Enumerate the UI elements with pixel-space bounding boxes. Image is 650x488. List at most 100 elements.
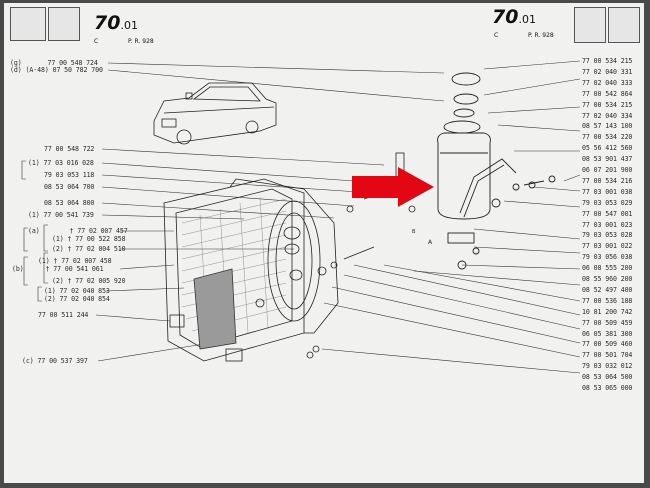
left-ref-10: (b) † 77 00 541 061: [12, 265, 104, 273]
c-label: C: [94, 38, 99, 45]
left-top-ref-0: (g) 77 00 548 724: [10, 59, 98, 67]
right-ref-21: 08 52 497 400: [582, 285, 633, 294]
right-ref-7: 77 00 534 220: [582, 133, 633, 142]
right-ref-0: 77 00 534 215: [582, 57, 633, 65]
right-ref-16: 79 03 053 028: [582, 231, 633, 240]
right-ref-8: 05 56 412 560: [582, 144, 633, 153]
right-ref-29: 08 53 064 500: [582, 373, 633, 382]
leader-line: [483, 78, 581, 96]
c-label-right: C: [494, 32, 499, 39]
radiator-thumbnail-icon: [10, 7, 46, 41]
leader-line: [101, 148, 385, 166]
left-ref-0: 77 00 548 722: [44, 145, 95, 153]
right-ref-18: 79 03 056 038: [582, 253, 633, 262]
left-top-ref-1: (d) (A-48) 07 50 782 700: [10, 66, 103, 74]
right-ref-11: 77 00 534 216: [582, 176, 633, 185]
leader-line: [461, 264, 581, 270]
page-number-right: 70: [492, 6, 519, 28]
leader-line: [101, 214, 245, 220]
pr-label-right: P. R. 928: [528, 32, 554, 39]
left-ref-12: (1) 77 02 040 853: [44, 287, 110, 295]
right-ref-25: 06 05 381 300: [582, 329, 633, 338]
right-ref-2: 77 02 040 333: [582, 78, 633, 87]
leader-line: [497, 124, 581, 132]
right-ref-19: 06 08 555 200: [582, 264, 633, 273]
left-ref-15: (c) 77 00 537 397: [22, 357, 88, 365]
leader-line: [321, 348, 581, 374]
right-ref-17: 77 03 001 022: [582, 242, 633, 251]
left-ref-7: (1) † 77 00 522 858: [52, 235, 126, 243]
right-ref-23: 10 81 200 742: [582, 307, 633, 316]
leader-line: [95, 314, 171, 322]
leader-line: [533, 186, 581, 192]
right-ref-28: 79 03 032 012: [582, 362, 633, 371]
leader-line: [101, 174, 375, 194]
leader-line: [97, 342, 211, 362]
right-ref-1: 77 02 040 331: [582, 67, 633, 76]
bottle-thumbnail-icon-right: [608, 7, 640, 43]
left-ref-11: (2) † 77 02 005 920: [52, 277, 126, 285]
right-ref-14: 77 00 547 001: [582, 209, 633, 218]
bracket: [37, 286, 42, 302]
annotation-letter-b: B: [412, 229, 416, 235]
leader-line: [413, 270, 581, 286]
pr-label: P. R. 928: [128, 38, 154, 45]
leader-line: [563, 174, 581, 182]
left-ref-4: 08 53 064 800: [44, 199, 95, 207]
right-ref-26: 77 00 509 460: [582, 340, 633, 349]
page-number: 70: [94, 12, 121, 34]
leader-line: [473, 228, 581, 240]
leader-line: [107, 69, 445, 102]
leader-line: [353, 264, 581, 316]
leader-line: [101, 162, 355, 182]
bracket: [21, 160, 26, 180]
right-ref-6: 08 57 143 100: [582, 122, 633, 131]
catalog-page: 70.01 C P. R. 928 70.01 C P. R. 928 (g) …: [4, 3, 644, 483]
leader-line: [473, 246, 581, 254]
left-ref-1: (1) 77 03 016 028: [28, 159, 94, 167]
left-ref-3: 08 53 064 700: [44, 183, 95, 191]
left-ref-6: (a)† 77 02 007 457: [28, 227, 128, 235]
bracket: [43, 224, 48, 252]
right-ref-24: 77 00 509 459: [582, 318, 633, 327]
page-suffix-right: .01: [518, 13, 536, 26]
leader-line: [323, 302, 581, 358]
leader-line: [101, 202, 335, 219]
leader-line: [107, 62, 445, 74]
exploded-diagram: [21, 60, 581, 374]
page-suffix: .01: [120, 19, 138, 32]
leader-line: [383, 264, 581, 302]
right-ref-5: 77 02 040 334: [582, 111, 633, 120]
reservoir: [437, 72, 556, 270]
leader-line: [487, 106, 581, 114]
annotation-letter-a: A: [428, 239, 433, 246]
right-ref-30: 08 53 065 000: [582, 384, 633, 392]
left-ref-8: (2) † 77 02 004 510: [52, 245, 126, 253]
bracket: [43, 252, 48, 284]
fan-shroud: [229, 178, 339, 334]
right-ref-12: 77 03 001 038: [582, 187, 633, 196]
left-ref-13: (2) 77 02 040 854: [44, 295, 110, 303]
highlight-arrow: [352, 167, 434, 207]
radiator-thumbnail-icon-right: [574, 7, 606, 43]
left-ref-5: (1) 77 00 541 739: [28, 211, 94, 219]
right-ref-13: 79 03 053 029: [582, 198, 633, 207]
bracket: [23, 256, 28, 286]
right-ref-22: 77 00 536 188: [582, 296, 633, 305]
leader-line: [343, 274, 581, 330]
bottle-thumbnail-icon: [48, 7, 80, 41]
leader-line: [483, 60, 581, 70]
right-ref-20: 08 55 960 200: [582, 275, 633, 283]
bracket: [23, 227, 28, 252]
right-ref-3: 77 00 542 864: [582, 89, 633, 98]
car-sketch: [153, 82, 277, 145]
leader-line: [119, 264, 175, 270]
leader-line: [105, 287, 185, 292]
right-ref-9: 08 53 901 437: [582, 155, 633, 164]
right-ref-10: 06 07 201 900: [582, 166, 633, 174]
left-ref-14: 77 00 511 244: [38, 311, 89, 319]
right-ref-27: 77 00 501 704: [582, 351, 633, 360]
leader-line: [331, 286, 581, 344]
right-ref-4: 77 00 534 215: [582, 100, 633, 109]
leader-line: [101, 186, 355, 207]
